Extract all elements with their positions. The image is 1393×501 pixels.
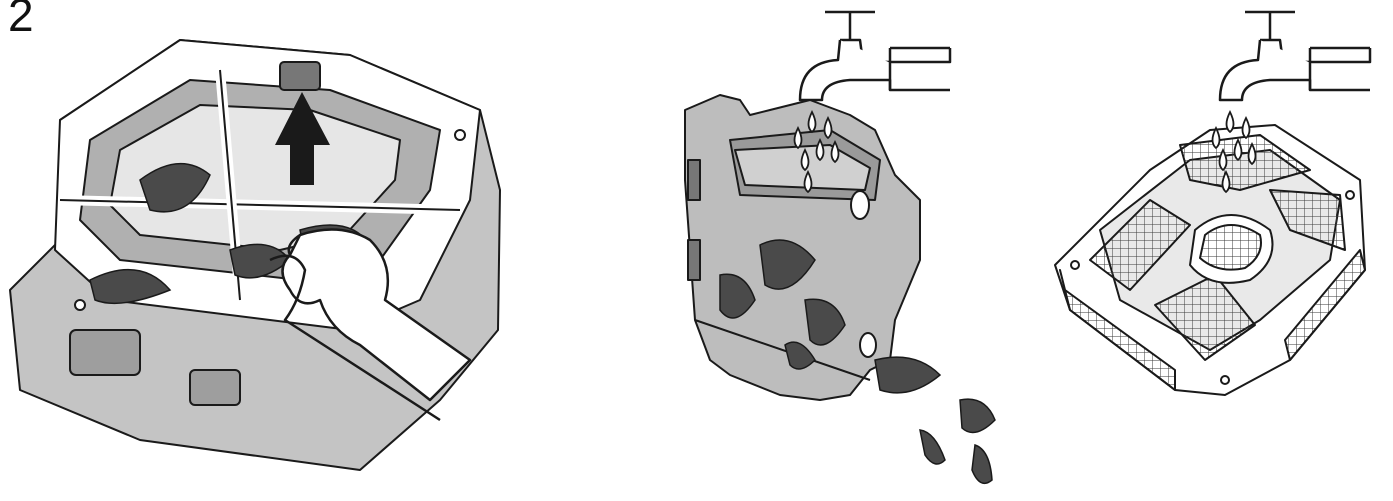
mesh-filter-icon [1055,125,1365,395]
lift-filter-panel [0,0,520,501]
faucet-icon [1220,12,1370,100]
faucet-icon [800,12,950,100]
empty-debris-panel [650,0,1020,501]
rinse-filter-panel [1040,0,1393,501]
